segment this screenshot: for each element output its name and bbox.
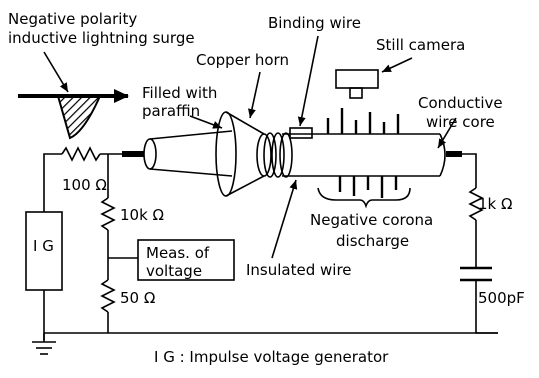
binding-wire: [263, 35, 319, 178]
copper-horn-label: Copper horn: [196, 51, 289, 69]
insulated-cable: [143, 130, 446, 177]
surge-label-line2: inductive lightning surge: [8, 29, 195, 47]
resistor-10k: [100, 197, 116, 231]
surge-pointer-arrow: [43, 51, 69, 93]
right-circuit: [460, 153, 498, 334]
resistor-100: [61, 146, 101, 162]
binding-wire-label: Binding wire: [268, 14, 361, 32]
still-camera-label: Still camera: [376, 36, 465, 54]
resistor-10k-label: 10k Ω: [120, 206, 164, 224]
paraffin-pointer: [189, 115, 223, 129]
legend-text: I G : Impulse voltage generator: [154, 348, 389, 366]
ground-icon: [32, 333, 56, 355]
voltage-measurement-box: [137, 239, 235, 281]
resistor-1k-label: 1k Ω: [478, 195, 512, 213]
insulated-wire-pointer: [271, 179, 298, 259]
resistor-1k: [468, 187, 484, 221]
corona-bracket: [317, 187, 411, 209]
copper-horn-pointer: [248, 71, 261, 119]
meas-label-line2: voltage: [146, 262, 202, 280]
paraffin-label-line2: paraffin: [142, 102, 200, 120]
meas-label-line1: Meas. of: [146, 244, 210, 262]
corona-streamers: [326, 108, 400, 198]
corona-label-line1: Negative corona: [310, 211, 433, 229]
resistor-100-label: 100 Ω: [62, 176, 107, 194]
surge-waveform-icon: [18, 51, 129, 140]
left-circuit: [25, 146, 498, 340]
corona-label-line2: discharge: [336, 232, 409, 250]
still-camera-icon: [335, 57, 413, 99]
resistor-50-label: 50 Ω: [120, 289, 155, 307]
conductive-core-label-line1: Conductive: [418, 94, 503, 112]
surge-label-line1: Negative polarity: [8, 10, 137, 28]
ig-box-label: I G: [33, 237, 54, 255]
paraffin-label-line1: Filled with: [142, 84, 217, 102]
resistor-50: [100, 279, 116, 313]
capacitor-label: 500pF: [478, 289, 525, 307]
insulated-wire-label: Insulated wire: [246, 261, 352, 279]
conductive-core-pointer: [437, 117, 457, 149]
conductive-core-label-line2: wire core: [426, 113, 495, 131]
copper-horn: [215, 111, 272, 197]
